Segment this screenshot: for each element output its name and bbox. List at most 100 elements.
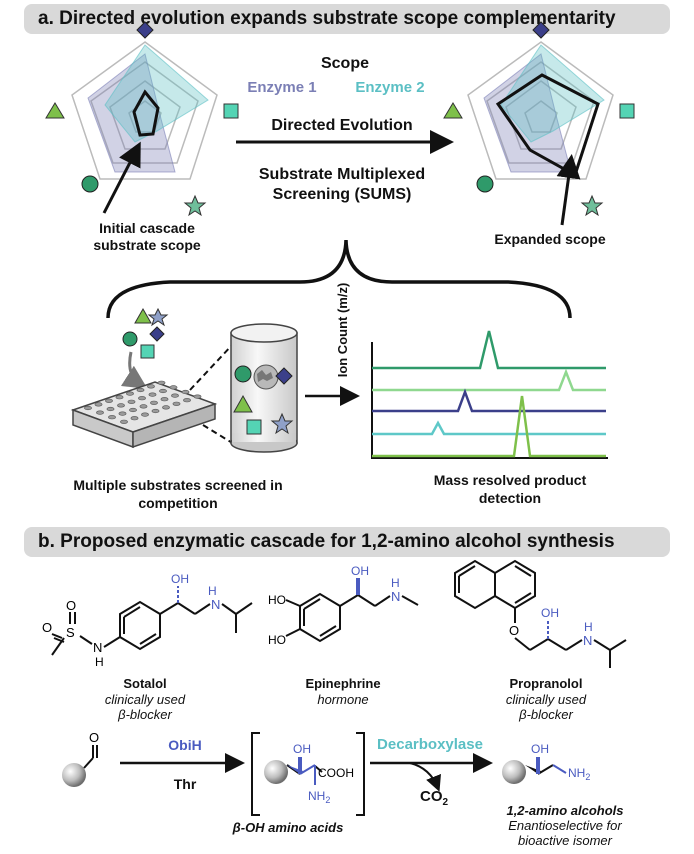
well [160,397,169,402]
square-icon [140,344,155,359]
epinephrine-name: Epinephrine [305,676,381,691]
star-icon [183,194,207,217]
well [181,389,190,395]
ms-line2: detection [478,490,542,506]
section-b-header: b. Proposed enzymatic cascade for 1,2-am… [24,527,670,557]
well [157,380,166,385]
star-icon [270,412,294,435]
section-a-header: a. Directed evolution expands substrate … [24,4,670,34]
well [139,404,148,409]
well [108,415,116,420]
diamond-icon [532,21,550,39]
nh2-label: NH2 [308,789,330,805]
well [130,416,139,421]
well [84,405,92,411]
enzyme2-area-expanded [500,44,605,143]
propranolol-desc1: clinically used [505,692,587,707]
diamond-icon [149,326,165,342]
well [147,384,155,389]
sums-line1: Substrate Multiplexed [258,166,426,183]
legend-enzyme1: Enzyme 1 [247,79,317,96]
sotalol-name: Sotalol [123,676,167,691]
initial-scope-line1: Initial cascade [99,220,195,236]
o-label: O [509,623,519,638]
initial-scope-outline [132,89,160,137]
well [193,394,202,399]
well [117,403,125,408]
h-label: H [391,576,400,590]
well [127,399,136,404]
propranolol-structure [454,559,627,668]
triangle-icon [443,102,463,119]
sotalol-structure [51,600,253,656]
oh-label: OH [293,742,311,756]
scope-label: Scope [320,55,369,72]
decarboxylase-label: Decarboxylase [377,736,483,753]
well [159,388,167,394]
expanded-scope-label: Expanded scope [494,231,606,247]
substituent-ball [264,760,288,784]
enzyme2-area-initial [104,44,209,143]
ms-chart [371,330,608,459]
epinephrine-desc: hormone [317,692,369,707]
well [172,401,181,406]
triangle-icon [134,307,152,324]
cooh-label: COOH [318,766,354,780]
oh-label: OH [541,606,559,620]
n-label: N [93,640,102,655]
square-icon [246,419,262,435]
well [105,398,113,403]
enantio-line1: Enantioselective for [508,818,622,833]
well [183,398,191,403]
n-label: N [211,597,220,612]
ms-trace-5 [372,395,606,458]
circle-icon [81,175,99,193]
initial-scope-line2: substrate scope [93,237,201,253]
circle-icon [234,365,252,383]
h-label: H [95,655,104,669]
well [136,387,145,393]
well [96,410,104,415]
circle-icon [122,331,138,347]
well [118,411,127,416]
enzyme1-area-expanded [483,53,572,173]
well [148,392,157,397]
propranolol-name: Propranolol [509,676,583,691]
well [151,408,160,414]
s-label: S [66,625,75,640]
well [150,400,158,405]
well-plate [70,380,218,449]
star-icon [580,194,604,217]
expanded-scope-outline [495,73,600,178]
well [129,407,137,413]
screen-line2: competition [138,495,218,511]
curly-brace [106,239,572,319]
well [138,396,146,401]
substituent-ball [502,760,526,784]
well [169,385,178,390]
sotalol-desc2: β-blocker [118,707,172,722]
triangle-icon [45,102,65,119]
well [115,395,124,400]
o-label: O [66,598,76,613]
well [126,391,134,396]
sotalol-desc1: clinically used [104,692,186,707]
enantio-line2: bioactive isomer [518,833,612,848]
well [106,406,115,412]
nh2-label: NH2 [568,766,590,782]
thr-label: Thr [173,776,197,792]
oh-label: OH [531,742,549,756]
n-label: N [391,589,400,604]
ms-trace-2 [372,368,606,392]
amino-acids-label: β-OH amino acids [232,820,344,835]
oh-label: OH [351,564,369,578]
ho-label: HO [268,633,286,647]
radar-initial [71,41,218,214]
screen-line1: Multiple substrates screened in [73,477,283,493]
sums-line2: Screening (SUMS) [272,186,412,203]
diamond-icon [136,21,154,39]
o-label: O [42,620,52,635]
ms-line1: Mass resolved product [433,472,587,488]
directed-evolution-label: Directed Evolution [271,117,413,134]
